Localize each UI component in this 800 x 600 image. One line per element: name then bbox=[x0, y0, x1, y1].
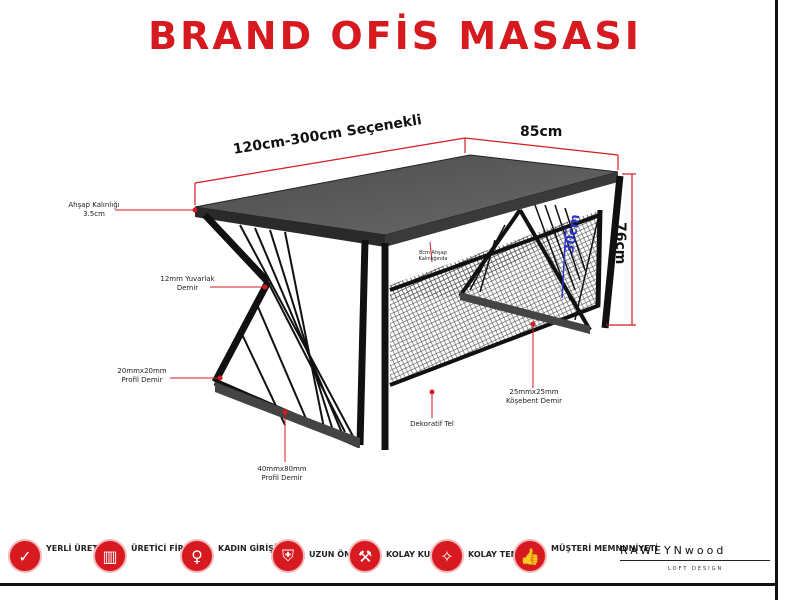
table-top-front-edge bbox=[195, 207, 385, 247]
feature-kadin-girisimci: ♀ KADIN GİRİŞİMCİ bbox=[180, 536, 294, 582]
page-title: BRAND OFİS MASASI bbox=[148, 14, 642, 58]
feature-label: KOLAY KURULUM bbox=[386, 550, 463, 559]
factory-icon: ▥ bbox=[93, 539, 127, 573]
feature-label: UZUN ÖMÜRLÜ bbox=[309, 550, 376, 559]
frame-border-right bbox=[775, 0, 778, 600]
label-wood-thickness: Ahşap Kalınlığı 3.5cm bbox=[68, 201, 120, 218]
woman-icon: ♀ bbox=[180, 539, 214, 573]
label-wood-thickness-shelf: 8cm Ahşap Kalınlığında bbox=[418, 250, 448, 262]
callout-lines bbox=[115, 207, 536, 462]
feature-label: KOLAY TEMİZLİK bbox=[468, 550, 542, 559]
right-base-plank bbox=[460, 292, 590, 334]
feature-label: ÜRETİCİ FİRMA bbox=[131, 544, 198, 553]
thumbs-up-icon: 👍 bbox=[513, 539, 547, 573]
label-corner-iron: 25mmx25mm Köşebent Demir bbox=[506, 388, 562, 405]
label-profile-iron-40: 40mmx80mm Profil Demir bbox=[257, 465, 307, 482]
feature-label: MÜŞTERİ MEMNUNİYETİ bbox=[551, 544, 659, 553]
cleaning-icon: ✧ bbox=[430, 539, 464, 573]
feature-label: KADIN GİRİŞİMCİ bbox=[218, 544, 294, 553]
brand-logo: RAWEYNwood LOFT DESIGN bbox=[620, 540, 780, 580]
feature-uzun-omurlu: ⛨ UZUN ÖMÜRLÜ bbox=[271, 536, 376, 582]
feature-yerli-uretim: ✓ YERLİ ÜRETİM bbox=[8, 536, 109, 582]
frame-border-bottom bbox=[0, 583, 778, 586]
right-frame bbox=[381, 175, 624, 450]
feature-icons-row: ✓ YERLİ ÜRETİM ▥ ÜRETİCİ FİRMA ♀ KADIN G… bbox=[8, 536, 658, 582]
dimension-lines bbox=[194, 137, 636, 326]
feature-label: YERLİ ÜRETİM bbox=[46, 544, 109, 553]
left-base-plank bbox=[215, 382, 360, 448]
feature-uretici-firma: ▥ ÜRETİCİ FİRMA bbox=[93, 536, 198, 582]
shield-icon: ⛨ bbox=[271, 539, 305, 573]
label-round-iron: 12mm Yuvarlak Demir bbox=[160, 275, 215, 292]
feature-kolay-temizlik: ✧ KOLAY TEMİZLİK bbox=[430, 536, 542, 582]
basket-height-line bbox=[561, 227, 567, 299]
yerli-uretim-icon: ✓ bbox=[8, 539, 42, 573]
drill-icon: ⚒ bbox=[348, 539, 382, 573]
label-decorative-wire: Dekoratif Tel bbox=[410, 420, 454, 428]
feature-kolay-kurulum: ⚒ KOLAY KURULUM bbox=[348, 536, 463, 582]
brand-divider bbox=[620, 560, 770, 561]
table-top-side-edge bbox=[385, 172, 618, 247]
height-dimension: 76cm bbox=[612, 222, 628, 265]
label-profile-iron-20: 20mmx20mm Profil Demir bbox=[117, 367, 167, 384]
brand-name: RAWEYNwood bbox=[620, 544, 727, 557]
width-dimension: 85cm bbox=[520, 124, 563, 140]
brand-tagline: LOFT DESIGN bbox=[668, 566, 724, 572]
feature-musteri-memnuniyeti: 👍 MÜŞTERİ MEMNUNİYETİ bbox=[513, 536, 659, 582]
